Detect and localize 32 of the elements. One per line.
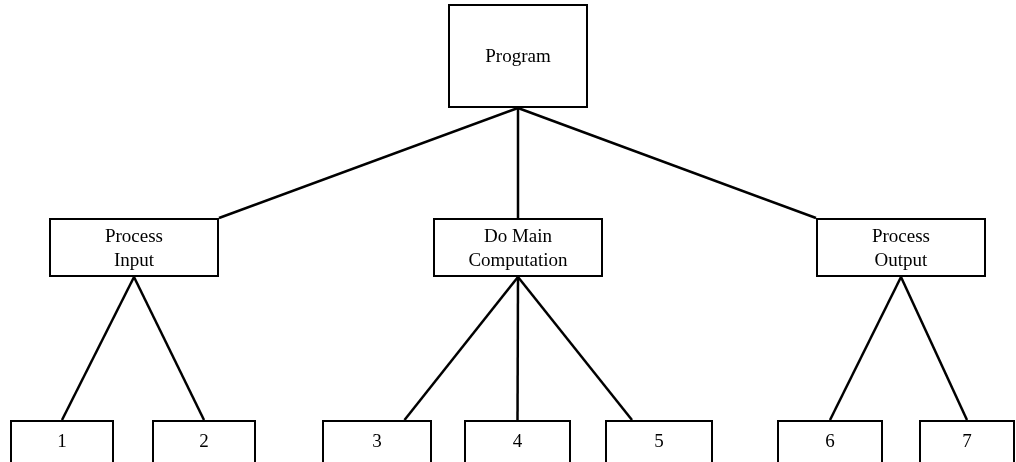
box-label: 6: [825, 430, 835, 452]
process-box: [322, 420, 432, 462]
box-label: 3: [372, 430, 382, 452]
process-box: [777, 420, 883, 462]
process-box: [10, 420, 114, 462]
connector-line: [60, 276, 136, 421]
connector-line: [516, 108, 520, 218]
box-label: Process Output: [870, 223, 932, 272]
connector-line: [516, 277, 520, 420]
box-label: Process Input: [103, 223, 165, 272]
connector-line: [517, 106, 817, 220]
process-box: [605, 420, 713, 462]
process-box: [448, 4, 588, 108]
connector-line: [517, 276, 633, 421]
box-label: 1: [57, 430, 67, 452]
process-box: [433, 218, 603, 277]
connector-line: [899, 276, 969, 421]
process-box: [49, 218, 219, 277]
box-label: Do Main Computation: [467, 223, 569, 272]
process-box: [919, 420, 1015, 462]
box-label: 4: [512, 430, 523, 452]
box-label: 2: [199, 430, 209, 452]
connector-line: [132, 276, 206, 421]
connector-line: [403, 276, 519, 421]
box-label: Program: [485, 44, 551, 68]
box-label: 7: [962, 430, 972, 452]
process-box: [464, 420, 571, 462]
process-box: [152, 420, 256, 462]
connector-line: [218, 106, 519, 220]
box-label: 5: [654, 430, 664, 452]
process-box: [816, 218, 986, 277]
connector-line: [828, 276, 903, 421]
